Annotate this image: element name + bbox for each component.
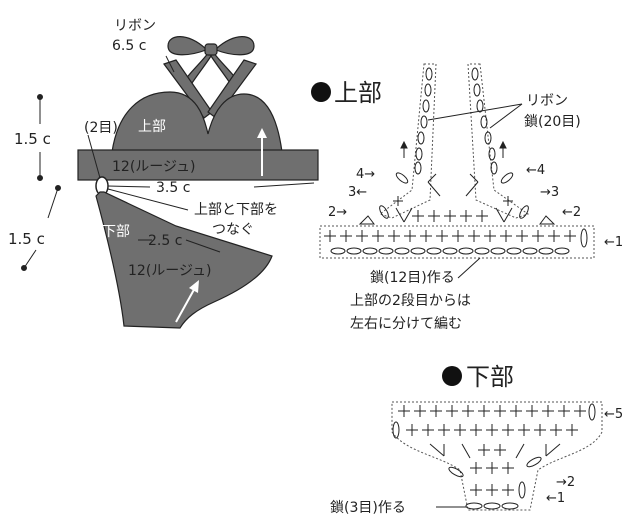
top-band bbox=[77, 149, 319, 181]
top-chart-title: 上部 bbox=[334, 79, 382, 107]
garment-illustration: リボン 6.5 c 1.5 c (2目) 上部 12(ルージュ) 3.5 c 上… bbox=[8, 18, 319, 329]
top-row1-label: ←1 bbox=[604, 235, 623, 250]
ribbon-length: 6.5 c bbox=[112, 38, 146, 54]
bottom-row1-label: ←1 bbox=[546, 491, 565, 506]
bottom-piece-label: 下部 bbox=[102, 224, 130, 240]
upper-row-symbols bbox=[358, 172, 556, 225]
top-split-note-line2: 左右に分けて編む bbox=[350, 316, 462, 332]
bottom-row2-label: →2 bbox=[556, 475, 575, 490]
bottom-direction-arrow bbox=[175, 280, 199, 323]
ribbon-bow bbox=[167, 36, 255, 87]
dimension-marks bbox=[21, 55, 315, 271]
strap-outlines bbox=[319, 63, 595, 259]
top-piece-label: 上部 bbox=[138, 119, 166, 135]
top-color-label: 12(ルージュ) bbox=[112, 159, 195, 175]
top-stitch-chart: 上部 リボン 鎖(20目) bbox=[311, 63, 623, 332]
top-title-bullet bbox=[311, 82, 331, 102]
top-height-label: 1.5 c bbox=[14, 130, 51, 148]
top-row4-left-label: 4→ bbox=[356, 167, 375, 182]
bottom-plus-rows bbox=[398, 405, 586, 496]
ribbon-chain-left bbox=[414, 67, 433, 175]
strap-up-arrows bbox=[400, 140, 507, 158]
top-row3-left-label: 3← bbox=[348, 185, 367, 200]
top-row2-right-label: ←2 bbox=[562, 205, 581, 220]
bottom-chart-title: 下部 bbox=[466, 363, 514, 391]
stitch-count-label: (2目) bbox=[84, 120, 118, 136]
top-row2-left-label: 2→ bbox=[328, 205, 347, 220]
top-ribbon-chain-label: 鎖(20目) bbox=[524, 114, 581, 130]
gap-width-label: 3.5 c bbox=[156, 180, 190, 196]
bottom-row5-label: ←5 bbox=[604, 407, 623, 422]
top-row4-right-label: ←4 bbox=[526, 163, 545, 178]
bottom-color-label: 12(ルージュ) bbox=[128, 263, 211, 279]
bottom-piece bbox=[95, 191, 273, 329]
bottom-title-bullet bbox=[442, 366, 462, 386]
bottom-width-label: 2.5 c bbox=[148, 233, 182, 249]
ribbon-label: リボン bbox=[114, 18, 156, 34]
bottom-outline bbox=[391, 401, 603, 511]
top-chain-note: 鎖(12目)作る bbox=[370, 270, 455, 286]
top-cups bbox=[111, 91, 283, 153]
join-note-line1: 上部と下部を bbox=[194, 202, 278, 218]
foundation-chain bbox=[330, 228, 588, 255]
row1-single-crochet bbox=[324, 230, 576, 242]
join-note-line2: つなぐ bbox=[212, 222, 254, 238]
top-split-note-line1: 上部の2段目からは bbox=[350, 293, 471, 309]
bottom-cluster-symbols bbox=[392, 403, 596, 510]
top-row3-right-label: →3 bbox=[540, 185, 559, 200]
bottom-height-label: 1.5 c bbox=[8, 230, 45, 248]
bottom-stitch-chart: 下部 bbox=[330, 363, 623, 516]
ribbon-chain-right bbox=[471, 67, 498, 175]
bottom-chain-note: 鎖(3目)作る bbox=[330, 500, 406, 516]
top-direction-arrow bbox=[257, 128, 267, 176]
ribbon-leader-lines bbox=[427, 103, 523, 129]
top-ribbon-label: リボン bbox=[526, 93, 568, 109]
